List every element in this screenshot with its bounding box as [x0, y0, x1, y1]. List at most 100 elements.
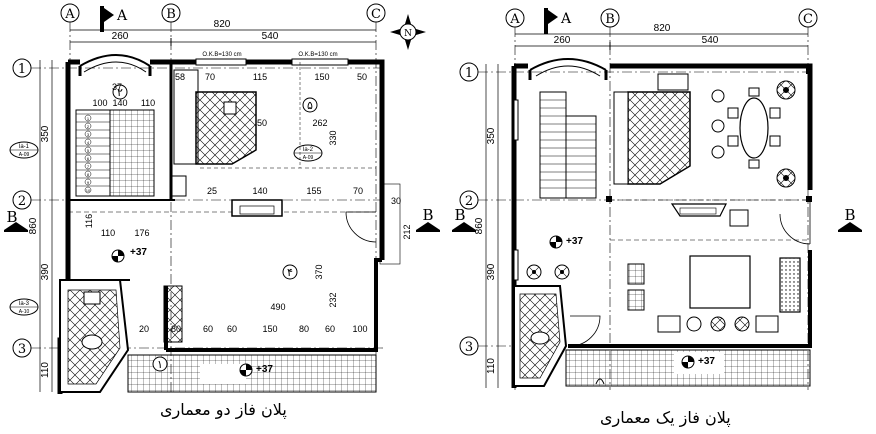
left-terrace: [127, 354, 377, 393]
left-room-numbers: ۵ ۴ ۲ ۱: [112, 84, 318, 372]
r-dim-left: 260: [554, 35, 571, 46]
dim-150-bottom: 150: [262, 324, 277, 334]
right-bath-door-swing: [569, 315, 601, 347]
right-fireplace: [670, 203, 727, 217]
r-left-dim-860: 860: [474, 217, 485, 234]
dim-58: 58: [175, 72, 185, 82]
dim-330: 330: [328, 130, 338, 145]
stair-step-6: 6: [87, 156, 90, 161]
r-section-b-right: B: [844, 206, 855, 224]
left-section-mark-a: A: [100, 6, 128, 32]
left-section-marks-b: B B: [4, 206, 440, 232]
right-dining-table: [711, 87, 781, 169]
window-tag-1: O.K.B=130 cm: [202, 52, 241, 58]
grid-column-a: A: [64, 7, 75, 22]
dim-20: 20: [139, 324, 149, 334]
right-top-dimensions: 820 260 540: [515, 23, 808, 50]
dim-100-right: 100: [352, 324, 367, 334]
right-kitchen: [613, 73, 691, 185]
left-level-markers: +37 +37: [111, 247, 273, 377]
caption-left: پلان فاز دو معماری: [160, 400, 287, 419]
dim-100: 100: [92, 98, 107, 108]
detail-tag-la3: la-3: [19, 301, 30, 307]
left-level-box: [200, 364, 246, 384]
left-dim-860: 860: [28, 217, 39, 234]
dim-60-b: 60: [227, 324, 237, 334]
right-bathroom: [513, 285, 568, 387]
dim-50-top: 50: [357, 72, 367, 82]
dim-70: 70: [205, 72, 215, 82]
stair-step-numbers: 1 2 3 4 5 6 7 8 9 10: [84, 114, 92, 194]
dim-115: 115: [253, 72, 267, 82]
left-interior-dimensions: 58 70 115 150 50 37 100 140 110 262 330 …: [84, 72, 412, 334]
dim-212: 212: [402, 224, 412, 239]
dim-155: 155: [306, 186, 321, 196]
left-fireplace-inner: [239, 205, 275, 215]
r-left-dim-110: 110: [486, 358, 497, 374]
detail-tag-la1: la-1: [19, 144, 30, 150]
stair-step-5: 5: [87, 148, 90, 153]
stair-step-9: 9: [87, 180, 90, 185]
r-left-dim-390: 390: [486, 263, 497, 280]
left-door-swing: [345, 211, 377, 243]
dim-37: 37: [112, 82, 122, 92]
dim-80-bottom: 80: [171, 324, 181, 334]
right-stair: [539, 91, 597, 199]
right-door-swing: [779, 213, 811, 245]
right-level-markers: +37 +37: [549, 235, 715, 369]
dim-176: 176: [134, 228, 149, 238]
right-entry-arrow-icon: [595, 378, 605, 385]
r-section-b-left: B: [454, 206, 465, 224]
dim-110-hall: 110: [101, 228, 115, 238]
dim-60-right: 60: [325, 324, 335, 334]
dim-110-stair: 110: [141, 98, 155, 108]
detail-tag-la1-sheet: A-09: [19, 152, 30, 158]
left-dim-350: 350: [40, 125, 51, 142]
detail-tag-la2: la-2: [303, 147, 314, 153]
r-grid-row-3: 3: [465, 340, 473, 355]
dim-80-right: 80: [299, 324, 309, 334]
stair-step-7: 7: [87, 164, 90, 169]
section-b-right-label: B: [422, 206, 433, 224]
left-dim-left: 260: [112, 31, 129, 42]
room-number-4: ۴: [287, 267, 293, 279]
grid-column-b: B: [166, 7, 176, 22]
right-section-marks-b: B B: [452, 206, 862, 232]
r-grid-row-1: 1: [465, 66, 473, 81]
left-dim-right: 540: [262, 31, 279, 42]
stair-step-3: 3: [87, 132, 90, 137]
right-exterior-walls: [511, 58, 813, 388]
grid-row-2: 2: [18, 194, 26, 209]
right-floor-plan: A B C A 820 260 540 1 2: [452, 8, 862, 390]
left-level-b: +37: [256, 364, 273, 375]
dim-140: 140: [252, 186, 267, 196]
left-detail-tags: la-1 A-09 la-2 A-09 la-3 A-10: [9, 141, 323, 316]
detail-tag-la2-sheet: A-09: [303, 155, 314, 161]
stair-step-8: 8: [87, 172, 90, 177]
grid-row-3: 3: [18, 342, 26, 357]
dim-232: 232: [328, 292, 338, 307]
dim-25: 25: [207, 186, 217, 196]
grid-column-c: C: [371, 7, 381, 22]
north-arrow-icon: N: [390, 14, 426, 50]
dim-150: 150: [314, 72, 329, 82]
room-number-2: ۲: [117, 87, 123, 99]
dim-490: 490: [270, 302, 285, 312]
stair-step-10: 10: [86, 188, 91, 193]
left-floor-plan: A B C A N 820: [4, 3, 440, 395]
dim-116: 116: [84, 214, 94, 228]
room-number-1: ۱: [157, 359, 163, 371]
dim-262: 262: [312, 118, 327, 128]
r-grid-column-b: B: [605, 12, 615, 27]
left-dim-total: 820: [214, 19, 231, 30]
left-top-dimensions: 820 260 540: [70, 19, 376, 46]
right-section-mark-a: A: [544, 8, 572, 34]
section-a-label: A: [116, 8, 128, 24]
right-level-a: +37: [566, 236, 583, 247]
r-dim-total: 820: [654, 23, 671, 34]
right-side-dimensions: 350 860 390 110: [474, 64, 499, 388]
stair-step-1: 1: [87, 116, 90, 121]
detail-tag-la3-sheet: A-10: [19, 309, 30, 315]
caption-right: پلان فاز یک معماری: [600, 408, 731, 427]
dim-140-stair: 140: [112, 98, 127, 108]
